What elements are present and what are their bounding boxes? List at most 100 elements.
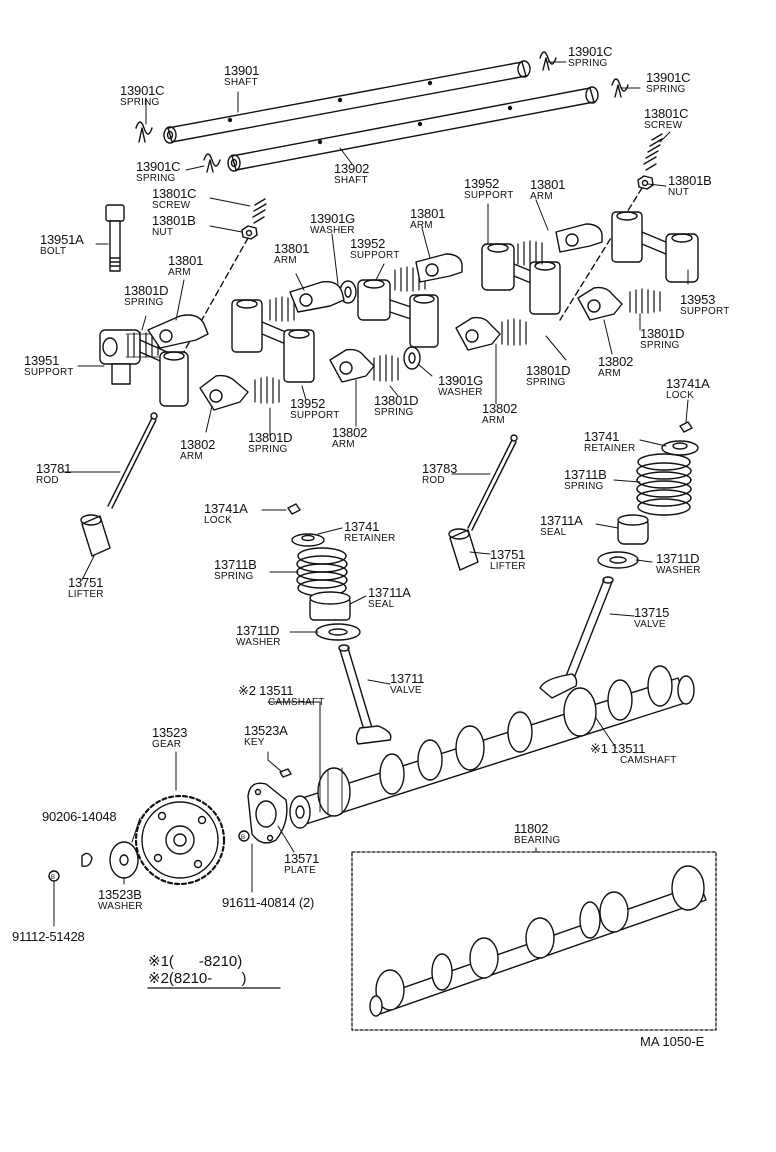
spring-clip-right	[612, 79, 628, 97]
nut-13801b-left	[242, 226, 257, 239]
bearing-box-11802	[352, 852, 716, 1030]
lock-13741a-right	[680, 422, 692, 432]
bolt-circle-91112: B	[49, 871, 59, 881]
push-rod-13783	[468, 435, 517, 530]
diagram-reference-code: MA 1050-E	[640, 1034, 705, 1049]
rocker-spring-7	[374, 355, 398, 381]
rocker-spring-5	[630, 289, 660, 313]
nut-13801b-right	[638, 176, 653, 189]
rocker-arm-13801-right	[556, 224, 602, 252]
legend-line-2: ※2(8210- )	[148, 970, 247, 987]
retainer-13741-right	[662, 441, 698, 455]
svg-text:B: B	[241, 835, 245, 841]
timing-gear-13523	[136, 796, 224, 884]
lock-13741a-left	[288, 504, 300, 514]
washer-13711d-left	[316, 624, 360, 640]
legend-line-1: ※1( -8210)	[148, 953, 243, 970]
spring-clip-left	[136, 122, 152, 142]
spring-clip-top-right	[540, 52, 556, 70]
valve-spring-13711b-right	[637, 454, 691, 515]
support-13953	[612, 212, 698, 282]
rocker-shaft-13901	[164, 61, 530, 143]
seal-13711a-left	[310, 592, 350, 620]
thrust-plate-13571	[248, 783, 287, 843]
washer-13523b	[110, 842, 138, 878]
support-13952-mid	[358, 280, 438, 347]
rocker-shaft-13902	[228, 87, 598, 171]
bolt-13951a	[106, 205, 124, 271]
camshaft-13511	[290, 666, 694, 828]
washer-13901g-mid	[404, 347, 420, 369]
support-13952-left	[232, 300, 314, 382]
rocker-arm-13801-mid	[416, 254, 462, 282]
label-bolt-91611: 91611-40814 (2)	[222, 895, 315, 910]
seal-13711a-right	[618, 515, 648, 544]
washer-13711d-right	[598, 552, 638, 568]
valve-spring-13711b-left	[297, 548, 347, 596]
lifter-13751-left	[81, 515, 110, 556]
rocker-arm-13802-low-mid	[456, 318, 500, 350]
screw-13801c-left	[253, 199, 266, 223]
lifter-13751-right	[449, 529, 478, 570]
rocker-spring-3	[395, 267, 425, 291]
rocker-arm-13801-left	[148, 315, 208, 348]
retainer-13741-left	[292, 534, 324, 546]
rocker-spring-8	[502, 319, 526, 345]
spring-clip-mid-left	[204, 154, 220, 172]
rocker-arm-13802-mid	[330, 350, 374, 382]
rocker-spring-6	[255, 377, 279, 403]
key-13523a	[280, 769, 291, 777]
label-bolt-90206: 90206-14048	[42, 809, 117, 824]
bolt-circle-91611: B	[239, 831, 249, 841]
svg-text:B: B	[51, 875, 55, 881]
bolt-90206	[82, 853, 92, 866]
valve-13715	[540, 577, 613, 698]
